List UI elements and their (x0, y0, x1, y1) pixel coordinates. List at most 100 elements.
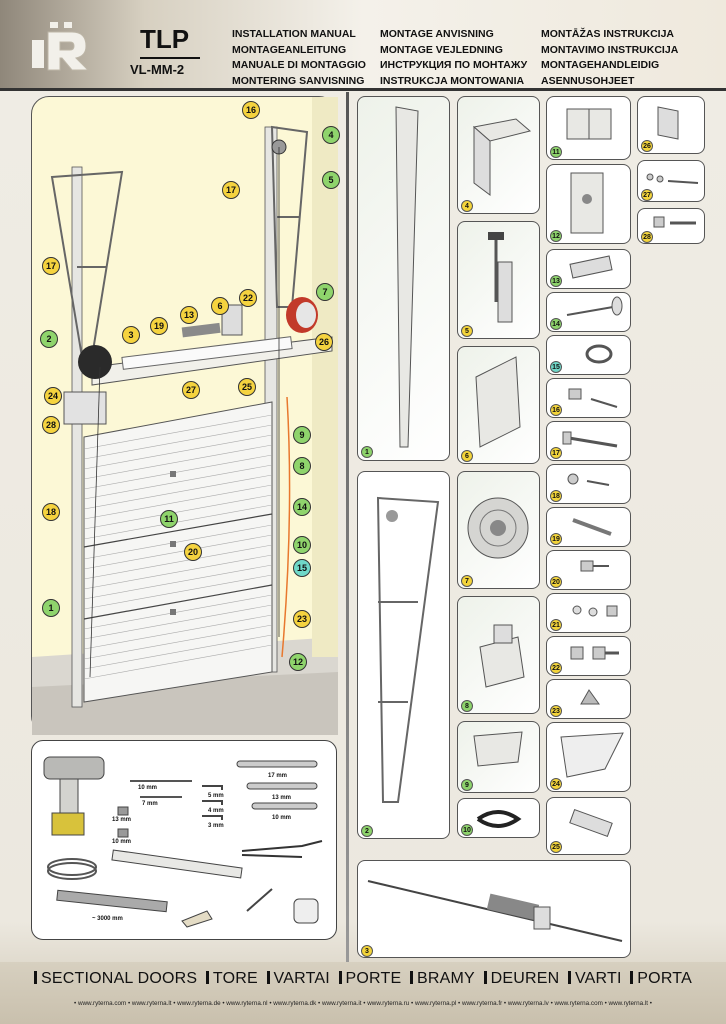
socket-2: 10 mm (112, 839, 132, 845)
wrench-size-3: 10 mm (272, 815, 292, 821)
roller-hinge-icon (479, 624, 525, 688)
category-item: PORTE (339, 970, 402, 988)
part-card-17: 17 (546, 421, 631, 461)
part-card-27: 27 (637, 160, 705, 202)
pin-icon (572, 518, 612, 536)
part-card-16: 16 (546, 378, 631, 418)
part-number: 3 (361, 945, 373, 957)
torsion-shaft-icon (367, 880, 623, 942)
horizontal-track-icon (376, 496, 440, 803)
top-bracket-icon (473, 731, 523, 767)
part-card-8: 8 (457, 596, 540, 714)
long-bolt-icon (562, 431, 618, 448)
angle-plate-icon (657, 106, 679, 140)
socket-1: 13 mm (112, 817, 132, 823)
part-card-10: 10 (457, 798, 540, 838)
website-urls: • www.ryterna.com • www.ryterna.lt • www… (73, 1000, 653, 1007)
category-item: DEUREN (484, 970, 560, 988)
callout-7: 7 (316, 283, 334, 301)
title-line: MONTAGE ANVISNING (380, 28, 494, 40)
part-number: 23 (550, 705, 562, 717)
angle-bracket-icon (472, 118, 532, 196)
part-number: 18 (550, 490, 562, 502)
part-number: 20 (550, 576, 562, 588)
part-number: 5 (461, 325, 473, 337)
part-card-5: 5 (457, 221, 540, 339)
roller-icon (566, 296, 623, 316)
rope-icon (476, 810, 522, 828)
callout-22: 22 (239, 289, 257, 307)
part-number: 27 (641, 189, 653, 201)
shaft-coupler-icon (569, 255, 613, 279)
part-card-25: 25 (546, 797, 631, 855)
part-card-13: 13 (546, 249, 631, 289)
category-item: BRAMY (410, 970, 475, 988)
part-card-9: 9 (457, 721, 540, 793)
category-item: VARTI (568, 970, 622, 988)
title-line: MONTERING SANVISNING (232, 74, 365, 87)
callout-13: 13 (180, 306, 198, 324)
footer: SECTIONAL DOORS TORE VARTAI PORTE BRAMY … (0, 962, 726, 1024)
part-number: 17 (550, 447, 562, 459)
part-number: 11 (550, 146, 562, 158)
callout-23: 23 (293, 610, 311, 628)
model-code: VL-MM-2 (130, 62, 185, 77)
part-number: 13 (550, 275, 562, 287)
bolt-nut-icon (568, 388, 618, 408)
clip-icon (585, 344, 613, 364)
hex-key-2: 4 mm (208, 808, 224, 814)
part-card-12: 12 (546, 164, 631, 244)
title-line: MONTAGEHANDLEIDIG (541, 59, 660, 71)
clamp-nut-icon (580, 689, 600, 705)
cable-drum-icon (467, 497, 529, 559)
callout-12: 12 (289, 653, 307, 671)
callout-14: 14 (293, 498, 311, 516)
part-number: 24 (550, 778, 562, 790)
callout-5: 5 (322, 171, 340, 189)
door-drawing (32, 97, 338, 735)
part-card-15: 15 (546, 335, 631, 375)
callout-19: 19 (150, 317, 168, 335)
wrench-size-1: 17 mm (268, 773, 288, 779)
title-line: INSTRUKCJA MONTOWANIA (380, 74, 525, 87)
self-tapping-screw-icon (580, 560, 609, 572)
category-item: VARTAI (267, 970, 330, 988)
callout-26: 26 (315, 333, 333, 351)
callout-1: 1 (42, 599, 60, 617)
part-number: 25 (550, 841, 562, 853)
wrench-size-2: 13 mm (272, 795, 292, 801)
title-line: ИНСТРУКЦИЯ ПО МОНТАЖУ (380, 59, 528, 71)
category-item: TORE (206, 970, 258, 988)
title-column-2: MONTAGE ANVISNING MONTAGE VEJLEDNING ИНС… (380, 27, 527, 89)
washer-screw-icon (572, 605, 618, 617)
part-number: 2 (361, 825, 373, 837)
part-number: 14 (550, 318, 562, 330)
part-number: 15 (550, 361, 562, 373)
ryterna-logo-icon (32, 22, 90, 71)
callout-15: 15 (293, 559, 311, 577)
part-number: 8 (461, 700, 473, 712)
part-card-24: 24 (546, 722, 631, 792)
tape-length-label: ~ 3000 mm (92, 916, 123, 922)
title-line: MONTAGE VEJLEDNING (380, 43, 503, 56)
hex-key-1: 5 mm (208, 793, 224, 799)
part-card-2: 2 (357, 471, 450, 839)
hinge-icon (566, 108, 612, 140)
callout-17b: 17 (42, 257, 60, 275)
callout-2: 2 (40, 330, 58, 348)
part-card-11: 11 (546, 96, 631, 160)
bottom-bracket-icon (570, 172, 604, 234)
part-card-6: 6 (457, 346, 540, 464)
drill-bit-1: 10 mm (138, 785, 158, 791)
callout-8: 8 (293, 457, 311, 475)
category-item: PORTA (630, 970, 692, 988)
callout-17: 17 (222, 181, 240, 199)
callout-16: 16 (242, 101, 260, 119)
part-number: 21 (550, 619, 562, 631)
callout-10: 10 (293, 536, 311, 554)
title-line: ASENNUSOHJEET (541, 74, 635, 87)
part-number: 28 (641, 231, 653, 243)
part-number: 4 (461, 200, 473, 212)
title-line: MONTĀŽAS INSTRUKCIJA (541, 28, 674, 40)
